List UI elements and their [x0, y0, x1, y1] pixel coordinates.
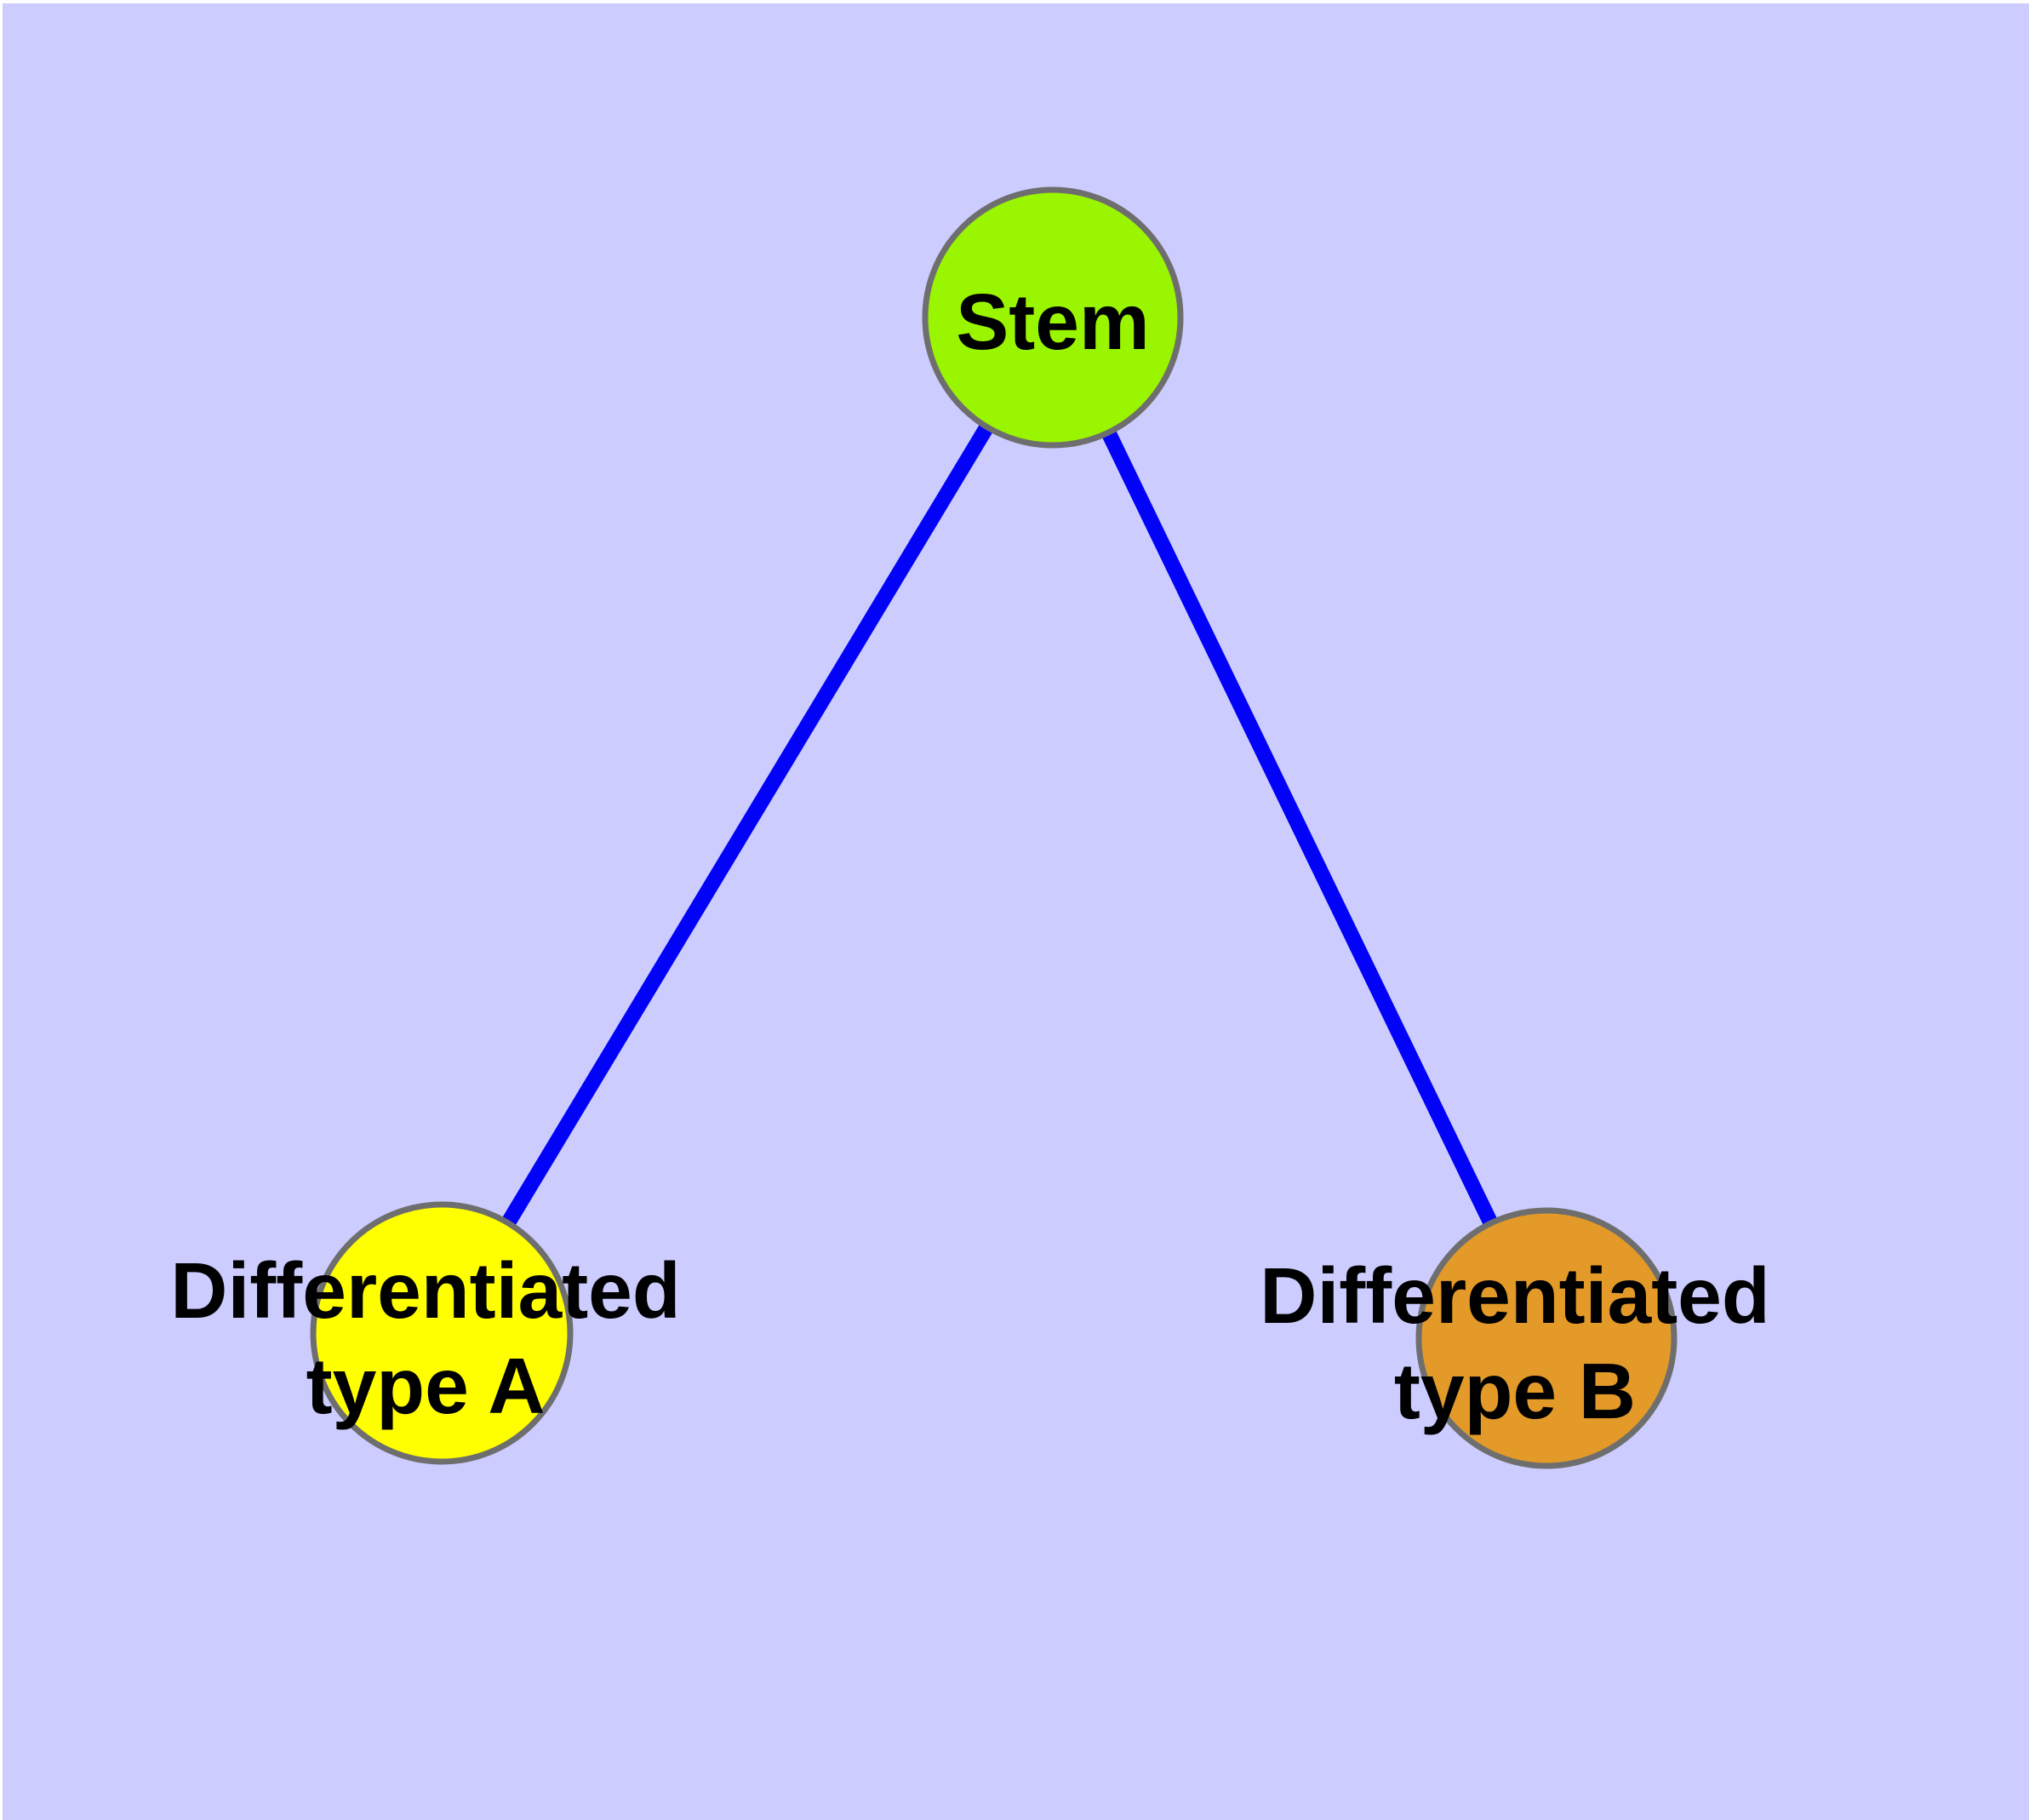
edge-layer	[435, 313, 1554, 1342]
node-type-b-label-line1: Differentiated	[1260, 1251, 1769, 1340]
node-type-a-label-line2: type A	[306, 1342, 546, 1430]
node-type-a-label-line1: Differentiated	[170, 1246, 680, 1335]
node-differentiated-type-a	[310, 1201, 574, 1465]
edge-stem-to-type-b	[1045, 314, 1554, 1342]
node-type-b-label-line2: type B	[1394, 1347, 1636, 1435]
node-stem	[922, 186, 1184, 449]
edge-stem-to-type-a	[435, 313, 1060, 1337]
node-layer	[310, 186, 1677, 1469]
label-layer: Stem Differentiated type A Differentiate…	[170, 278, 1769, 1435]
node-stem-label: Stem	[956, 278, 1149, 366]
node-differentiated-type-b	[1415, 1207, 1677, 1469]
